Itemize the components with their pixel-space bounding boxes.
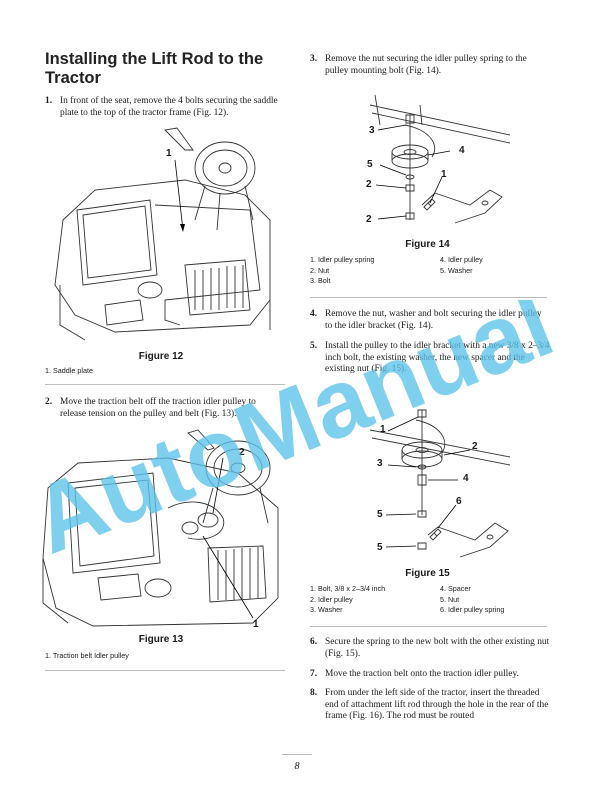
step-text: Remove the nut securing the idler pulley… bbox=[325, 54, 527, 76]
figure-13-legend-1: 1. Traction belt Idler pulley bbox=[45, 651, 129, 660]
fig14-callout-4: 4 bbox=[459, 145, 465, 156]
figure-15-legend-right: 4. Spacer 5. Nut 6. Idler pulley spring bbox=[440, 584, 504, 616]
figure-13-illustration bbox=[42, 429, 279, 627]
divider bbox=[45, 670, 285, 671]
step-number: 3. bbox=[310, 54, 318, 64]
fig14-callout-2: 2 bbox=[366, 179, 372, 190]
fig15-callout-5: 5 bbox=[377, 509, 383, 520]
fig15-callout-6: 6 bbox=[456, 496, 462, 507]
step-2: 2. Move the traction belt off the tracti… bbox=[45, 397, 280, 420]
figure-15-legend-left: 1. Bolt, 3/8 x 2–3/4 inch 2. Idler pulle… bbox=[310, 584, 385, 616]
step-6: 6. Secure the spring to the new bolt wit… bbox=[310, 637, 550, 660]
step-1: 1. In front of the seat, remove the 4 bo… bbox=[45, 96, 280, 119]
step-text: Secure the spring to the new bolt with t… bbox=[325, 637, 550, 659]
legend-item: 2. Nut bbox=[310, 265, 330, 275]
step-number: 2. bbox=[45, 397, 53, 407]
figure-13-title: Figure 13 bbox=[138, 634, 184, 645]
legend-item: 1. Idler pulley spring bbox=[310, 255, 375, 264]
step-text: In front of the seat, remove the 4 bolts… bbox=[60, 96, 278, 118]
fig14-callout-5: 5 bbox=[367, 159, 373, 170]
step-text: Move the traction belt off the traction … bbox=[60, 397, 256, 419]
step-number: 1. bbox=[45, 96, 53, 106]
figure-14-legend-right: 4. Idler pulley 5. Washer bbox=[440, 255, 483, 276]
step-text: From under the left side of the tractor,… bbox=[325, 688, 549, 721]
legend-item: 6. Idler pulley spring bbox=[440, 605, 505, 614]
step-number: 5. bbox=[310, 341, 318, 351]
step-text: Remove the nut, washer and bolt securing… bbox=[325, 309, 542, 331]
legend-item: 3. Washer bbox=[310, 605, 343, 614]
step-number: 4. bbox=[310, 309, 318, 319]
step-text: Move the traction belt onto the traction… bbox=[325, 669, 519, 679]
fig15-callout-4: 4 bbox=[463, 473, 469, 484]
fig12-callout-1: 1 bbox=[166, 148, 172, 159]
figure-12-title: Figure 12 bbox=[138, 351, 184, 362]
step-5: 5. Install the pulley to the idler brack… bbox=[310, 341, 550, 376]
legend-item: 4. Spacer bbox=[440, 584, 471, 593]
figure-12-legend-1: 1. Saddle plate bbox=[45, 366, 93, 375]
step-7: 7. Move the traction belt onto the tract… bbox=[310, 669, 550, 681]
legend-item: 2. Idler pulley bbox=[310, 594, 353, 604]
figure-14-legend-left: 1. Idler pulley spring 2. Nut 3. Bolt bbox=[310, 255, 374, 287]
fig15-callout-3: 3 bbox=[377, 458, 383, 469]
divider bbox=[45, 384, 285, 385]
legend-item: 1. Bolt, 3/8 x 2–3/4 inch bbox=[310, 584, 386, 593]
legend-item: 5. Nut bbox=[440, 594, 460, 604]
figure-12-illustration bbox=[54, 127, 271, 341]
divider bbox=[310, 626, 547, 627]
page-title: Installing the Lift Rod to the Tractor bbox=[45, 50, 264, 87]
figure-15-illustration bbox=[369, 409, 511, 558]
fig14-callout-3: 3 bbox=[369, 125, 375, 136]
page-number-rule bbox=[282, 754, 312, 755]
fig15-callout-5b: 5 bbox=[377, 542, 383, 553]
figure-15-title: Figure 15 bbox=[405, 568, 450, 579]
page-number: 8 bbox=[294, 761, 300, 772]
fig13-callout-2: 2 bbox=[239, 447, 245, 458]
fig15-callout-2: 2 bbox=[472, 441, 478, 452]
step-number: 6. bbox=[310, 637, 318, 647]
figure-14-title: Figure 14 bbox=[405, 239, 450, 250]
legend-item: 3. Bolt bbox=[310, 276, 331, 285]
step-3: 3. Remove the nut securing the idler pul… bbox=[310, 54, 550, 77]
divider bbox=[310, 297, 547, 298]
fig14-callout-2b: 2 bbox=[366, 214, 372, 225]
step-text: Install the pulley to the idler bracket … bbox=[325, 341, 550, 374]
legend-item: 5. Washer bbox=[440, 265, 473, 275]
fig13-callout-1: 1 bbox=[253, 619, 259, 630]
figure-14-illustration bbox=[369, 94, 511, 224]
step-4: 4. Remove the nut, washer and bolt secur… bbox=[310, 309, 550, 332]
legend-item: 4. Idler pulley bbox=[440, 255, 483, 264]
step-8: 8. From under the left side of the tract… bbox=[310, 688, 550, 723]
step-number: 8. bbox=[310, 688, 318, 698]
fig15-callout-1: 1 bbox=[380, 424, 386, 435]
step-number: 7. bbox=[310, 669, 318, 679]
fig14-callout-1: 1 bbox=[441, 169, 447, 180]
